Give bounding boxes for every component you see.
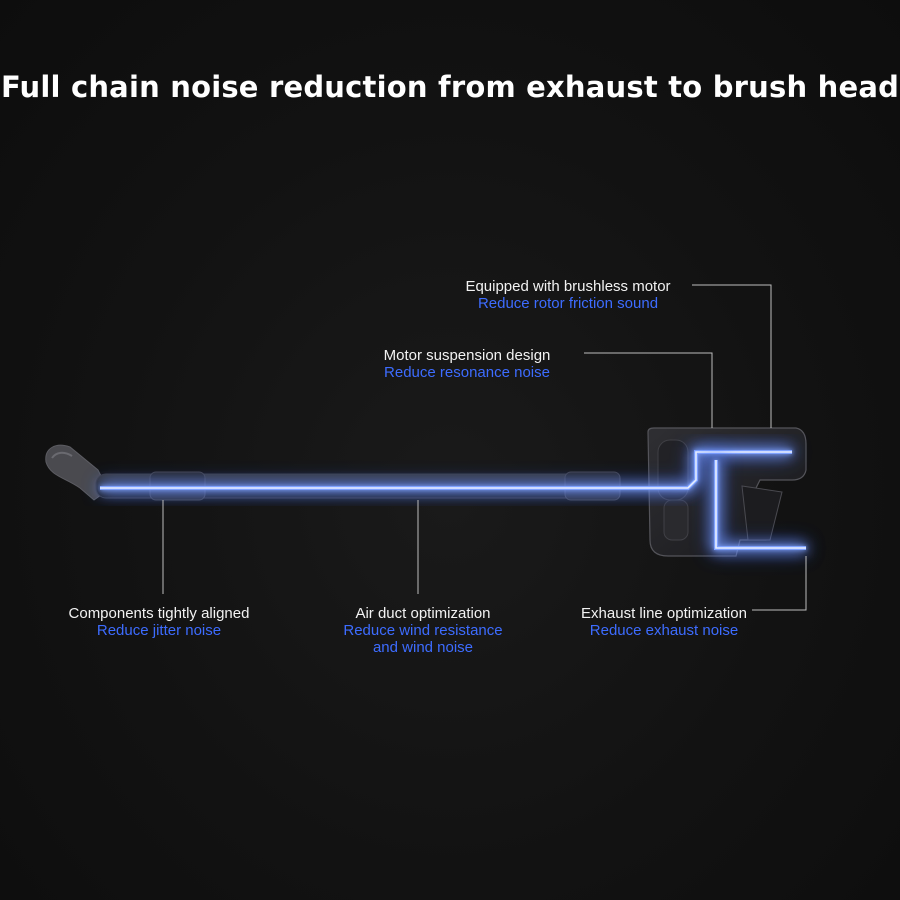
- callout-components-aligned-benefit: Reduce jitter noise: [96, 622, 222, 639]
- callout-brushless-motor-title: Equipped with brushless motor: [465, 278, 671, 295]
- leader-brushless-motor: [692, 284, 772, 428]
- callout-exhaust-line-benefit: Reduce exhaust noise: [589, 622, 739, 639]
- callout-air-duct-benefit-line2: and wind noise: [372, 639, 474, 656]
- callout-air-duct: Air duct optimization Reduce wind resist…: [323, 605, 523, 656]
- leader-lines: [162, 284, 807, 611]
- headline-title: Full chain noise reduction from exhaust …: [0, 70, 900, 104]
- callout-exhaust-line-title: Exhaust line optimization: [581, 605, 747, 622]
- callout-motor-suspension-title: Motor suspension design: [383, 347, 551, 364]
- callout-exhaust-line: Exhaust line optimization Reduce exhaust…: [566, 605, 762, 639]
- callout-brushless-motor: Equipped with brushless motor Reduce rot…: [458, 278, 678, 312]
- leader-motor-suspension: [584, 352, 713, 428]
- leader-exhaust-line: [752, 556, 807, 611]
- callout-components-aligned-title: Components tightly aligned: [68, 605, 250, 622]
- callout-components-aligned: Components tightly aligned Reduce jitter…: [53, 605, 265, 639]
- callout-motor-suspension: Motor suspension design Reduce resonance…: [369, 347, 565, 381]
- callout-brushless-motor-benefit: Reduce rotor friction sound: [477, 295, 659, 312]
- air-path-glow: [100, 447, 806, 553]
- callout-air-duct-benefit-line1: Reduce wind resistance: [343, 622, 503, 639]
- callout-motor-suspension-benefit: Reduce resonance noise: [384, 364, 550, 381]
- callout-air-duct-title: Air duct optimization: [355, 605, 491, 622]
